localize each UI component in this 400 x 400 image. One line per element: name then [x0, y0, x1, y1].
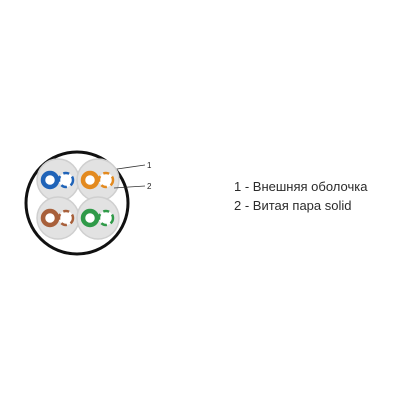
legend: 1 - Внешняя оболочка 2 - Витая пара soli… [234, 177, 367, 215]
wire-green-white [97, 209, 115, 227]
wire-green [80, 208, 100, 228]
wire-orange-white [97, 171, 115, 189]
pair-brown [36, 196, 80, 240]
wire-brown [40, 208, 60, 228]
callout-number-1: 1 [147, 161, 152, 170]
wire-brown-white [57, 209, 75, 227]
pair-orange [76, 158, 120, 202]
legend-item-twisted-pair: 2 - Витая пара solid [234, 198, 352, 213]
wire-orange [80, 170, 100, 190]
callout-number-2: 2 [147, 182, 152, 191]
wire-blue [40, 170, 60, 190]
leader-line-1 [116, 164, 146, 170]
pair-blue [36, 158, 80, 202]
leader-line-2 [113, 185, 146, 189]
pair-green [76, 196, 120, 240]
legend-item-outer-jacket: 1 - Внешняя оболочка [234, 179, 368, 194]
wire-blue-white [57, 171, 75, 189]
